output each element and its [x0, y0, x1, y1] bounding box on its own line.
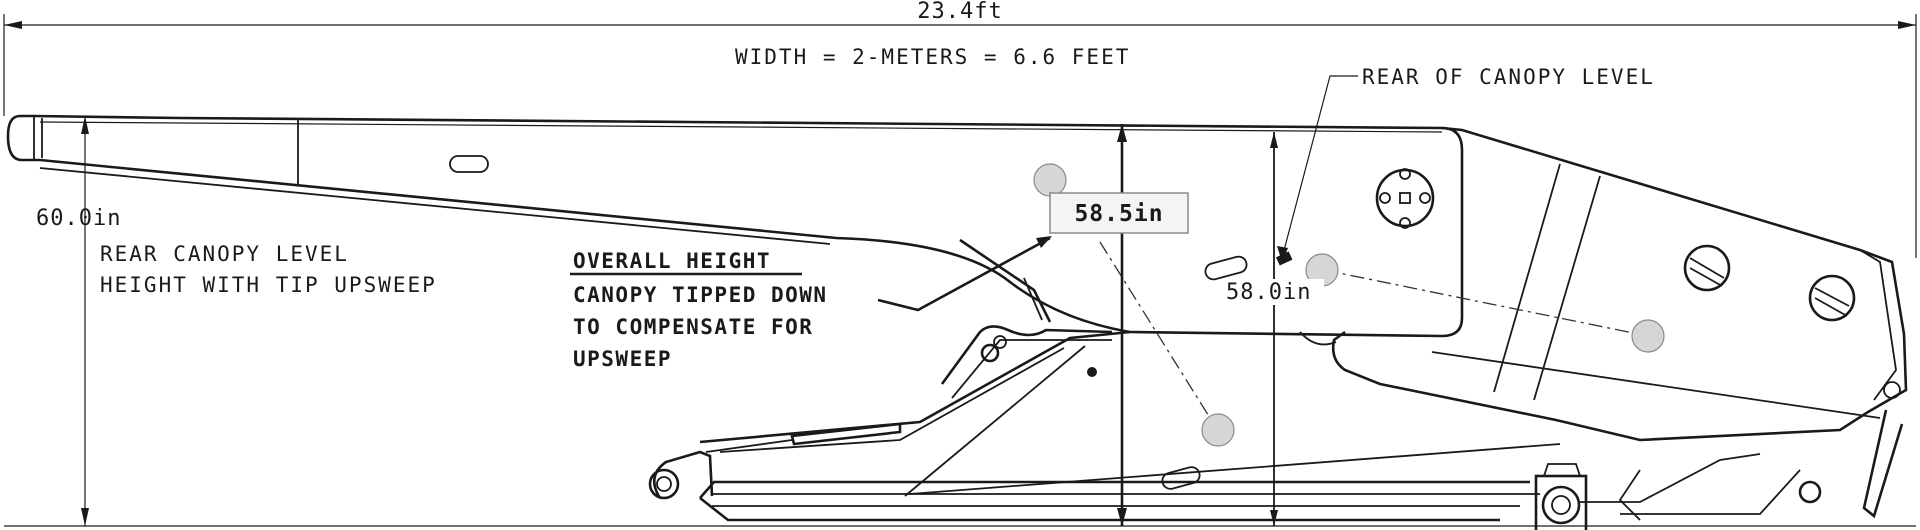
overall-height-leader	[570, 236, 1052, 312]
right-height-label: 58.0in	[1226, 280, 1311, 305]
right-height-dimension	[1224, 132, 1324, 526]
boxed-height-dimension	[1049, 124, 1189, 526]
reference-markers	[1033, 163, 1665, 447]
overall-length-dimension: 23.4ft	[3, 0, 1917, 258]
canopy-outline	[6, 114, 1443, 334]
rear-height-note-line-1: REAR CANOPY LEVEL	[100, 242, 349, 266]
overall-length-label: 23.4ft	[917, 0, 1002, 24]
rear-height-note-line-2: HEIGHT WITH TIP UPSWEEP	[100, 273, 437, 297]
overall-height-line-3: UPSWEEP	[573, 347, 672, 371]
boxed-height-label: 58.5in	[1074, 201, 1163, 227]
left-height-label: 60.0in	[36, 206, 121, 231]
overall-height-line-2: TO COMPENSATE FOR	[573, 315, 813, 339]
rear-canopy-leader	[1275, 75, 1358, 266]
overall-height-heading: OVERALL HEIGHT	[573, 249, 771, 273]
base-frame	[648, 238, 1904, 530]
left-height-dimension	[4, 116, 1916, 527]
rear-canopy-level-note: REAR OF CANOPY LEVEL	[1362, 65, 1655, 89]
width-note: WIDTH = 2-METERS = 6.6 FEET	[735, 45, 1130, 69]
overall-height-line-1: CANOPY TIPPED DOWN	[573, 283, 828, 307]
canopy-rear-housing	[1129, 126, 1908, 442]
